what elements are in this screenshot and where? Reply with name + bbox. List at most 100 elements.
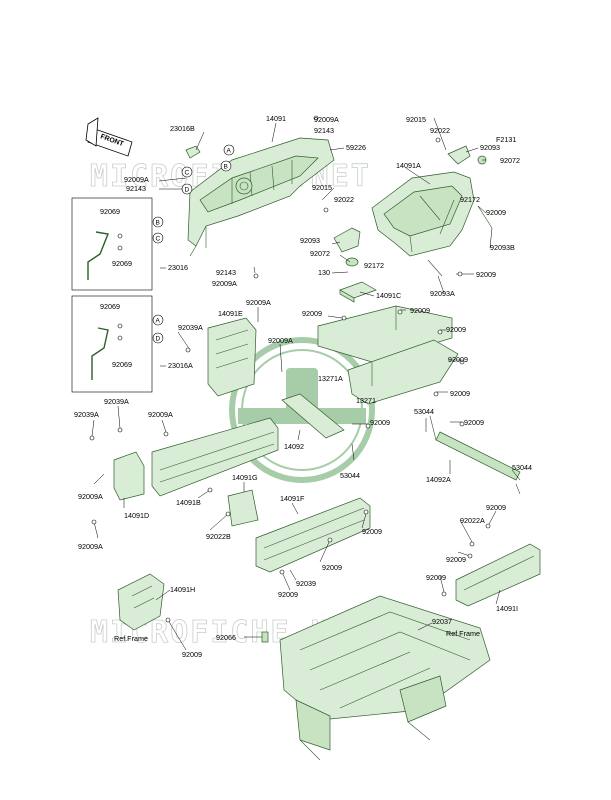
label-92009-14092: 92009: [370, 418, 390, 427]
label-92009A-l4: 92009A: [78, 542, 103, 551]
label-23016B: 23016B: [170, 124, 195, 133]
svg-text:B: B: [224, 164, 228, 171]
label-53044-b: 53044: [340, 471, 360, 480]
figure-code: F2131: [496, 135, 516, 144]
label-23016A: 23016A: [168, 361, 193, 370]
label-92009-f1: 92009: [362, 527, 382, 536]
label-53044-c: 53044: [512, 463, 532, 472]
label-14091: 14091: [266, 114, 286, 123]
label-92009A-l3: 92009A: [78, 492, 103, 501]
bolts: [89, 115, 491, 643]
label-92009-r2: 92009: [476, 270, 496, 279]
part-14091I-panel: [455, 543, 541, 607]
label-92009-c2: 92009: [410, 306, 430, 315]
part-14091D-panel: [113, 451, 145, 501]
label-92039A: 92039A: [178, 323, 203, 332]
label-92039A-l: 92039A: [104, 397, 129, 406]
label-92172-r: 92172: [460, 195, 480, 204]
label-92143-b: 92143: [216, 268, 236, 277]
label-92069-b2b: 92069: [112, 360, 132, 369]
part-14091-dashboard: [185, 137, 335, 257]
label-92009A-b: 92009A: [212, 279, 237, 288]
label-92022B: 92022B: [206, 532, 231, 541]
ref-frame-left: Ref.Frame: [114, 634, 148, 643]
callout-A-top: A: [223, 144, 235, 156]
part-23016A-harness: [91, 323, 123, 380]
label-14091H: 14091H: [170, 585, 195, 594]
label-92072-r: 92072: [500, 156, 520, 165]
label-92093A: 92093A: [430, 289, 455, 298]
part-labels: 23016B 14091 92009A 92143 59226 92009A 9…: [74, 114, 532, 659]
label-92015-r: 92015: [406, 115, 426, 124]
callout-B-top: B: [220, 160, 232, 172]
label-92072-mid: 92072: [310, 249, 330, 258]
label-92009A-l2: 92009A: [148, 410, 173, 419]
label-92069-b1b: 92069: [112, 259, 132, 268]
ref-frame-right: Ref.Frame: [446, 629, 480, 638]
part-14091C-pad: [339, 281, 377, 303]
label-92009A-l1: 92009A: [124, 175, 149, 184]
part-14092-bracket: [281, 393, 345, 439]
part-14091E-panel: [207, 317, 257, 397]
label-14091B: 14091B: [176, 498, 201, 507]
label-92015-mid: 92015: [312, 183, 332, 192]
label-92039A-l2: 92039A: [74, 410, 99, 419]
part-14091G-plate: [227, 489, 259, 527]
callout-D-box2: D: [152, 332, 164, 344]
part-92093-bracket: [333, 227, 361, 267]
label-92009-f3: 92009: [278, 590, 298, 599]
label-92022A: 92022A: [460, 516, 485, 525]
label-92009-53: 92009: [464, 418, 484, 427]
part-13271A-plate: [317, 305, 459, 405]
svg-text:A: A: [227, 148, 232, 155]
label-92009-c5: 92009: [450, 389, 470, 398]
label-92009-i3: 92009: [426, 573, 446, 582]
label-92009A-mid2: 92009A: [268, 336, 293, 345]
label-13271A: 13271A: [318, 374, 343, 383]
label-14091I: 14091I: [496, 604, 518, 613]
svg-text:D: D: [185, 187, 190, 194]
part-14091H-bracket: [117, 573, 165, 631]
label-92009-c4: 92009: [448, 355, 468, 364]
label-92069-b1a: 92069: [100, 207, 120, 216]
label-92039: 92039: [296, 579, 316, 588]
part-14091A-side-box: [371, 145, 493, 277]
label-130: 130: [318, 268, 330, 277]
label-59226: 59226: [346, 143, 366, 152]
label-92009-f2: 92009: [322, 563, 342, 572]
label-92066: 92066: [216, 633, 236, 642]
label-92143-l1: 92143: [126, 184, 146, 193]
label-92009-r1: 92009: [486, 208, 506, 217]
callout-C-top: C: [181, 166, 193, 178]
part-14091B-panel: [151, 417, 279, 497]
label-14091A: 14091A: [396, 161, 421, 170]
label-14091G: 14091G: [232, 473, 258, 482]
label-23016: 23016: [168, 263, 188, 272]
svg-text:C: C: [156, 236, 161, 243]
box-23016A-detail: [71, 295, 153, 393]
label-92143-top: 92143: [314, 126, 334, 135]
label-92093B: 92093B: [490, 243, 515, 252]
label-92009A-14091E: 92009A: [246, 298, 271, 307]
callout-A-box2: A: [152, 314, 164, 326]
box-23016-detail: [71, 197, 153, 291]
leader-lines: [91, 117, 521, 651]
label-14092A: 14092A: [426, 475, 451, 484]
label-92037: 92037: [432, 617, 452, 626]
callout-B-box1: B: [152, 216, 164, 228]
svg-text:B: B: [156, 220, 160, 227]
svg-text:D: D: [156, 336, 161, 343]
callout-C-box1: C: [152, 232, 164, 244]
callout-D-top: D: [181, 183, 193, 195]
label-53044-a: 53044: [414, 407, 434, 416]
label-92009A-top: 92009A: [314, 115, 339, 124]
label-92172-mid: 92172: [364, 261, 384, 270]
label-14092: 14092: [284, 442, 304, 451]
vehicle-frame: [279, 595, 491, 761]
label-14091D: 14091D: [124, 511, 149, 520]
label-14091E: 14091E: [218, 309, 243, 318]
label-92022-mid: 92022: [334, 195, 354, 204]
part-14091F-panel: [255, 497, 371, 573]
front-arrow: FRONT: [85, 117, 133, 157]
